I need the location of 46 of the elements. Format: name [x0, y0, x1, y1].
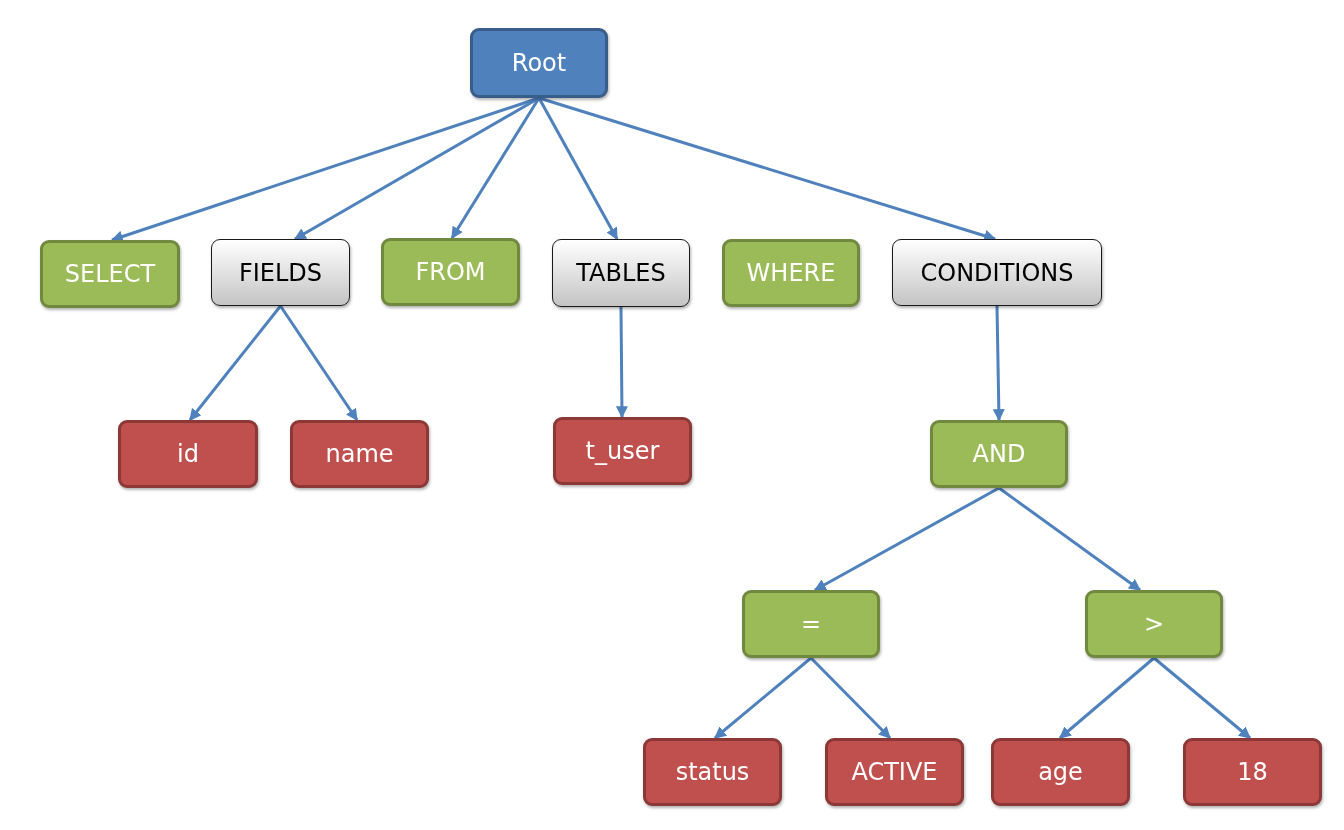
- tree-node-box: [991, 738, 1130, 806]
- node-label: name: [325, 440, 394, 468]
- arrow: [450, 97, 541, 239]
- node-label: ACTIVE: [851, 758, 938, 786]
- tree-node-box: [643, 738, 782, 806]
- tree-node-box: [211, 239, 350, 306]
- tree-node-box: [40, 240, 180, 308]
- node-label: CONDITIONS: [920, 258, 1074, 287]
- tree-node-box: [470, 28, 608, 98]
- arrow: [188, 305, 282, 421]
- node-label: WHERE: [746, 259, 836, 287]
- node-label: t_user: [585, 437, 660, 465]
- arrow: [1059, 656, 1155, 740]
- arrow: [714, 656, 812, 740]
- tree-node-box: [825, 738, 964, 806]
- arrow: [1153, 656, 1251, 740]
- arrow: [809, 656, 892, 740]
- node-label: TABLES: [576, 259, 666, 287]
- tree-node-box: [552, 239, 690, 307]
- tree-node-box: [742, 590, 880, 658]
- node-label: 18: [1237, 758, 1268, 786]
- tree-node-box: [892, 239, 1102, 306]
- node-label: age: [1038, 758, 1083, 786]
- arrow: [615, 307, 628, 419]
- node-label: FIELDS: [238, 258, 323, 287]
- node-label: id: [177, 440, 199, 468]
- node-label: =: [800, 610, 822, 638]
- node-label: FROM: [415, 258, 486, 286]
- node-label: Root: [511, 49, 567, 77]
- tree-node-box: [930, 420, 1068, 488]
- tree-node-box: [290, 420, 429, 488]
- tree-node-box: [722, 239, 860, 307]
- tree-node-box: [381, 238, 520, 306]
- tree-node-box: [118, 420, 258, 488]
- node-label: AND: [972, 440, 1026, 468]
- node-label: >: [1143, 610, 1165, 638]
- arrow: [992, 305, 1005, 422]
- arrow: [813, 486, 1000, 592]
- node-label: status: [675, 758, 750, 786]
- tree-node-box: [1085, 590, 1223, 658]
- tree-node-box: [1183, 738, 1322, 806]
- tree-node-box: [553, 417, 692, 485]
- arrow: [537, 97, 619, 241]
- arrow: [279, 305, 359, 421]
- arrow: [998, 486, 1141, 592]
- node-label: SELECT: [64, 260, 156, 288]
